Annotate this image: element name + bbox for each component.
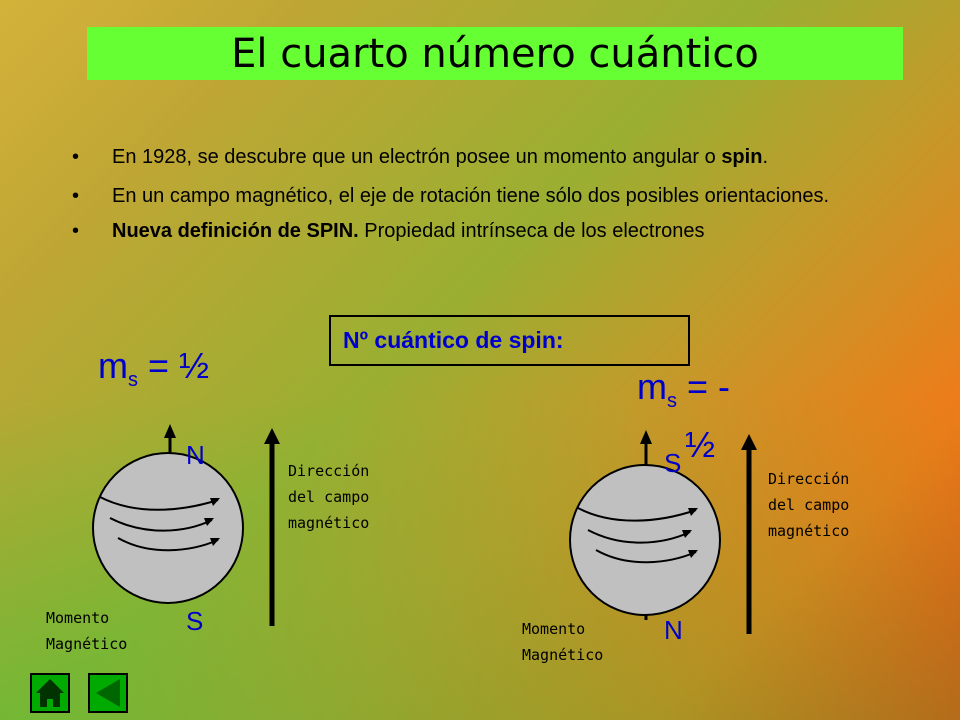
right-moment-caption: Momento Magnético [522,616,603,668]
back-button[interactable] [88,673,128,713]
right-field-arrowhead [741,434,757,450]
left-curve-1 [99,496,219,511]
left-ms-value: = ½ [138,345,210,386]
bullet-3-text: Propiedad intrínseca de los electrones [358,220,705,242]
left-curve-3 [117,537,219,552]
left-curve-arrow-2 [204,518,214,526]
right-axis-arrowhead [640,430,652,444]
bullet-1-end: . [762,146,768,168]
left-top-pole: N [186,440,205,470]
right-top-pole: S [664,448,682,478]
title-banner: El cuarto número cuántico [87,27,903,80]
bullet-dot: • [72,146,80,168]
left-bottom-pole: S [186,606,204,636]
bullet-3: • Nueva definición de SPIN. Propiedad in… [72,220,932,243]
left-ms-label: ms = ½ [98,345,209,392]
left-field-caption-line-3: magnético [288,514,370,532]
left-curve-arrow-3 [210,538,220,546]
right-curve-1 [577,507,697,522]
spin-number-label: Nº cuántico de spin: [343,327,564,353]
right-ms-value-line2: ½ [685,424,716,466]
left-moment-caption-line-1: Momento [46,609,110,627]
right-bottom-pole: N [664,615,683,645]
right-curve-2 [587,529,691,544]
left-curve-arrow-1 [210,498,220,506]
right-moment-caption-line-2: Magnético [522,646,604,664]
bullet-3-bold: Nueva definición de SPIN. [112,220,359,242]
right-field-caption: Dirección del campo magnético [768,466,849,544]
left-moment-caption: Momento Magnético [46,605,127,657]
left-axis-arrowhead [164,424,176,438]
spin-number-box: Nº cuántico de spin: [329,315,690,366]
right-curve-arrow-1 [688,508,698,516]
home-button[interactable] [30,673,70,713]
page-title: El cuarto número cuántico [231,30,759,77]
left-field-arrowhead [264,428,280,444]
bullet-1-text: En 1928, se descubre que un electrón pos… [112,146,722,168]
bullet-2: • En un campo magnético, el eje de rotac… [72,185,932,208]
left-curve-2 [109,517,213,532]
left-ms-sub: s [128,369,138,392]
right-curve-arrow-3 [688,550,698,558]
left-field-caption: Dirección del campo magnético [288,458,369,536]
right-field-caption-line-1: Dirección [768,470,850,488]
bullet-1: • En 1928, se descubre que un electrón p… [72,146,932,169]
bullet-dot: • [72,220,80,242]
right-ms-value: = - [677,366,731,407]
right-ms-symbol: m [637,366,667,407]
right-ms-label: ms = - ½ [637,365,730,467]
back-arrow-icon [96,679,120,707]
right-moment-caption-line-1: Momento [522,620,586,638]
right-field-caption-line-3: magnético [768,522,850,540]
bullet-1-bold: spin [721,146,763,168]
left-sphere [92,452,244,604]
home-icon [36,679,64,707]
right-sphere [569,464,721,616]
right-field-caption-line-2: del campo [768,496,850,514]
left-moment-caption-line-2: Magnético [46,635,128,653]
bullet-2-text: En un campo magnético, el eje de rotació… [112,185,830,207]
right-curve-arrow-2 [682,530,692,538]
right-curve-3 [595,549,697,564]
right-ms-sub: s [667,390,677,413]
left-ms-symbol: m [98,345,128,386]
bullet-dot: • [72,185,80,207]
left-field-caption-line-1: Dirección [288,462,370,480]
bullet-list: • En 1928, se descubre que un electrón p… [72,146,932,243]
left-field-caption-line-2: del campo [288,488,370,506]
